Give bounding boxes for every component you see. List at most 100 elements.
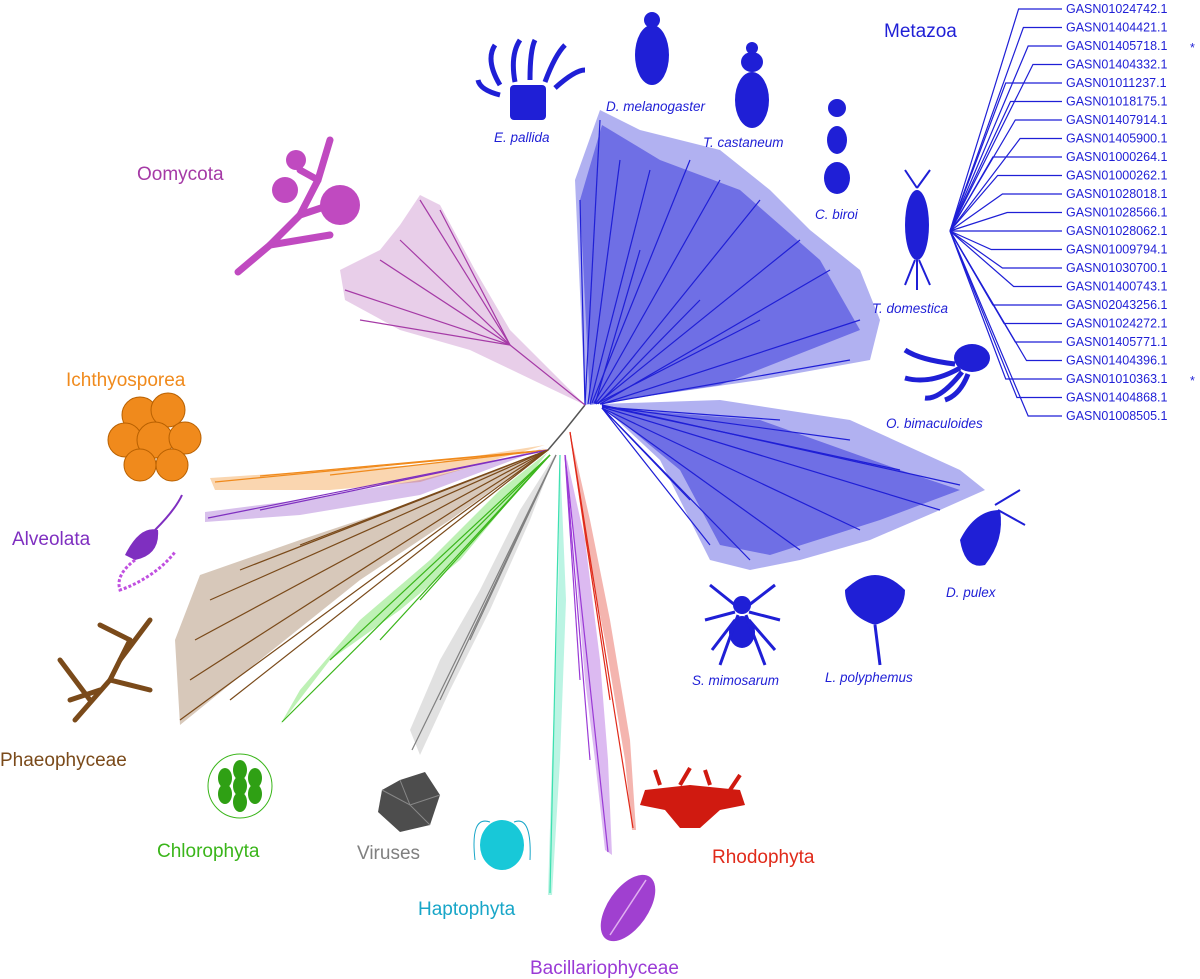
clade-label-metazoa: Metazoa <box>884 21 957 42</box>
clade-label-rhodophyta: Rhodophyta <box>712 847 815 868</box>
haptophyta-cell-icon <box>473 820 531 870</box>
metazoa-fan-upper-inner <box>580 125 860 405</box>
accession-label: GASN01010363.1 <box>1066 372 1168 386</box>
accession-branch <box>949 193 1062 232</box>
significance-star: * <box>1190 374 1195 388</box>
accession-label: GASN01028566.1 <box>1066 206 1168 220</box>
accession-label: GASN01404396.1 <box>1066 354 1168 368</box>
accession-label: GASN01024742.1 <box>1066 2 1168 16</box>
fruit-fly-icon <box>635 12 669 85</box>
clade-label-haptophyta: Haptophyta <box>418 899 516 920</box>
accession-label: GASN01018175.1 <box>1066 95 1168 109</box>
beetle-icon <box>735 42 769 128</box>
spider-icon <box>704 583 781 666</box>
clade-label-viruses: Viruses <box>357 843 420 864</box>
haptophyta-fan <box>548 455 566 895</box>
bacillariophyceae-diatom-icon <box>600 874 656 942</box>
root-backbone <box>547 404 586 451</box>
clade-label-oomycota: Oomycota <box>137 164 224 185</box>
ant-icon <box>824 99 850 194</box>
species-labels: E. pallida D. melanogaster T. castaneum … <box>494 99 997 688</box>
significance-star: * <box>1190 41 1195 55</box>
ichthyosporea-fan <box>210 445 545 490</box>
accession-branch <box>949 137 1062 232</box>
accession-list: GASN01024742.1GASN01404421.1GASN01405718… <box>1066 2 1195 423</box>
accession-label: GASN02043256.1 <box>1066 298 1168 312</box>
accession-branch <box>949 230 1062 362</box>
viruses-branches <box>411 454 557 751</box>
accession-label: GASN01000262.1 <box>1066 169 1168 183</box>
rhodophyta-fan <box>570 432 636 830</box>
alveolata-flagellate-icon <box>117 494 183 592</box>
accession-branch <box>949 45 1062 232</box>
bacillariophyceae-fan <box>566 455 612 855</box>
tree-branches <box>179 119 961 894</box>
accession-label: GASN01400743.1 <box>1066 280 1168 294</box>
accession-branch <box>949 230 1062 269</box>
accession-label: GASN01405718.1 <box>1066 39 1168 53</box>
bacillariophyceae-branches <box>564 454 609 853</box>
metazoa-branches-upper <box>579 119 861 406</box>
ichthyosporea-cell-cluster-icon <box>107 392 202 482</box>
horseshoe-crab-icon <box>845 575 905 666</box>
species-label-obimaculoides: O. bimaculoides <box>886 416 983 431</box>
phaeophyceae-seaweed-icon <box>57 617 153 723</box>
water-flea-icon <box>960 489 1026 566</box>
phaeophyceae-fan <box>175 450 548 725</box>
accession-branch <box>949 26 1062 232</box>
species-label-lpolyphemus: L. polyphemus <box>825 670 913 685</box>
accession-subtree <box>949 8 1062 417</box>
species-label-dmelanogaster: D. melanogaster <box>606 99 706 114</box>
silverfish-icon <box>904 169 931 290</box>
species-label-dpulex: D. pulex <box>946 585 997 600</box>
phaeophyceae-branches <box>179 449 549 721</box>
species-label-tdomestica: T. domestica <box>872 301 949 316</box>
accession-branch <box>949 211 1062 232</box>
oomycota-branches <box>344 199 586 406</box>
species-label-smimosarum: S. mimosarum <box>692 673 779 688</box>
accession-branch <box>949 230 1062 380</box>
clade-label-alveolata: Alveolata <box>12 529 91 550</box>
metazoa-branches-lower <box>601 404 961 561</box>
chlorophyta-colony-icon <box>207 753 273 819</box>
accession-branch <box>949 100 1062 232</box>
accession-label: GASN01000264.1 <box>1066 150 1168 164</box>
accession-branch <box>949 156 1062 232</box>
metazoa-silhouettes <box>475 12 1026 666</box>
accession-branch <box>949 82 1062 232</box>
haptophyta-branches <box>549 454 561 894</box>
rhodophyta-branches <box>569 431 634 829</box>
clade-label-bacillariophyceae: Bacillariophyceae <box>530 958 679 979</box>
virus-icosahedron-icon <box>378 772 441 832</box>
metazoa-fan-lower-inner <box>605 408 960 555</box>
rhodophyta-alga-icon <box>640 766 745 828</box>
accession-label: GASN01404332.1 <box>1066 58 1168 72</box>
accession-branch <box>949 8 1062 232</box>
accession-label: GASN01405771.1 <box>1066 335 1168 349</box>
oomycota-hyphae-icon <box>234 136 360 276</box>
accession-label: GASN01028062.1 <box>1066 224 1168 238</box>
chlorophyta-fan <box>280 452 548 725</box>
chlorophyta-branches <box>281 454 551 723</box>
clade-label-ichthyosporea: Ichthyosporea <box>66 370 186 391</box>
accession-branch <box>949 63 1062 232</box>
accession-label: GASN01008505.1 <box>1066 409 1168 423</box>
accession-branch <box>949 230 1062 251</box>
ichthyosporea-branches <box>214 449 549 483</box>
accession-label: GASN01407914.1 <box>1066 113 1168 127</box>
accession-branch <box>949 230 1062 288</box>
clade-label-phaeophyceae: Phaeophyceae <box>0 750 127 771</box>
accession-branch <box>949 230 1062 417</box>
clade-label-chlorophyta: Chlorophyta <box>157 841 260 862</box>
accession-label: GASN01030700.1 <box>1066 261 1168 275</box>
metazoa-fan-upper <box>575 110 880 405</box>
octopus-icon <box>903 344 990 403</box>
accession-label: GASN01011237.1 <box>1066 76 1167 90</box>
species-label-cbiroi: C. biroi <box>815 207 859 222</box>
anemone-icon <box>475 38 586 120</box>
accession-branch <box>949 230 1062 399</box>
accession-branch <box>949 174 1062 232</box>
species-label-tcastaneum: T. castaneum <box>703 135 784 150</box>
accession-label: GASN01009794.1 <box>1066 243 1168 257</box>
